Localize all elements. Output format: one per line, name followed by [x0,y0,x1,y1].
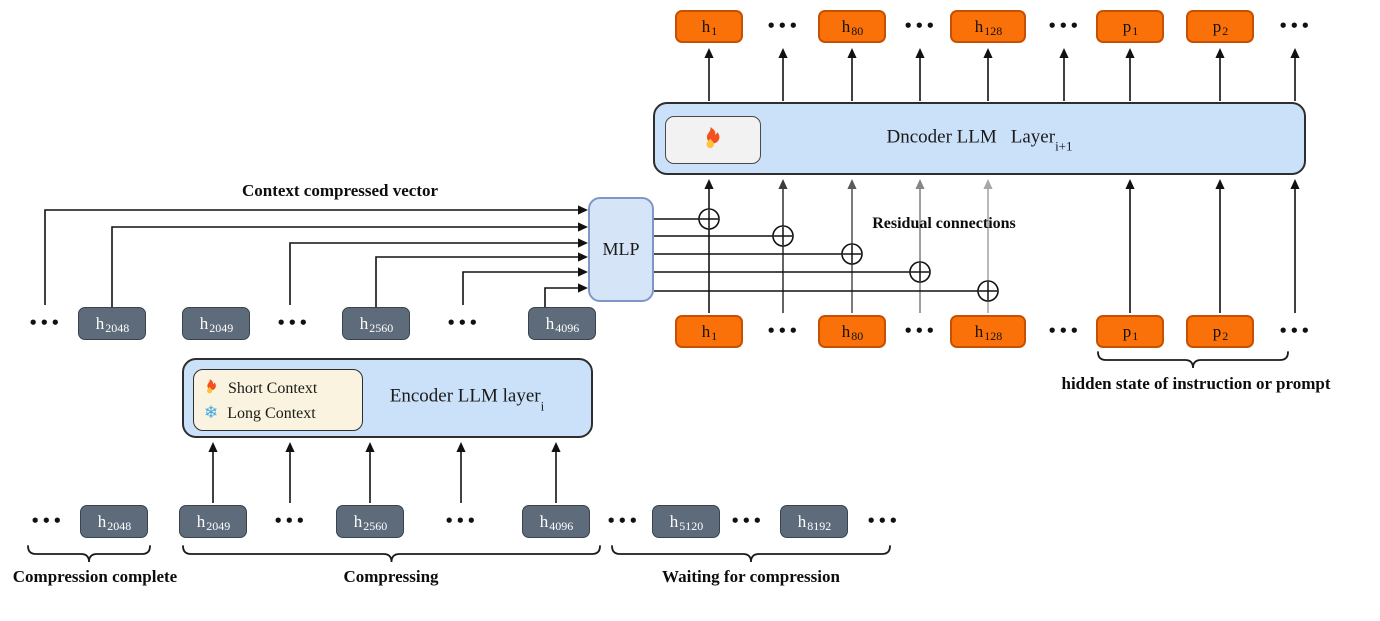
context-legend: Short Context ❄ Long Context [193,369,363,431]
ellipsis-bottom_gray: ••• [30,512,64,530]
hidden-state-label: hidden state of instruction or prompt [1061,374,1331,393]
mlp-label: MLP [602,239,640,259]
context-compressed-vector-label: Context compressed vector [241,181,439,200]
ellipsis-top: ••• [1278,17,1312,35]
waiting-for-compression-label: Waiting for compression [662,567,840,586]
ellipsis-mid_gray: ••• [28,314,62,332]
ellipsis-bottom_gray: ••• [866,512,900,530]
compressing-label: Compressing [343,567,439,586]
ellipsis-top: ••• [766,17,800,35]
legend-long-context: ❄ Long Context [204,405,352,423]
fire-icon [702,126,724,155]
ellipsis-mid_orange: ••• [1047,322,1081,340]
trainable-chip [665,116,761,164]
mlp-box: MLP [588,197,654,302]
encoder-llm-panel: Short Context ❄ Long Context Encoder LLM… [182,358,593,438]
ellipsis-bottom_gray: ••• [273,512,307,530]
ellipsis-bottom_gray: ••• [606,512,640,530]
ellipsis-bottom_gray: ••• [730,512,764,530]
ellipsis-mid_orange: ••• [1278,322,1312,340]
legend-short-context: Short Context [204,378,352,400]
ellipsis-top: ••• [903,17,937,35]
encoder-title: Encoder LLM layeri [389,385,545,414]
ellipsis-mid_orange: ••• [766,322,800,340]
ellipsis-top: ••• [1047,17,1081,35]
snowflake-icon: ❄ [204,403,219,423]
legend-short-context-label: Short Context [228,379,318,397]
legend-long-context-label: Long Context [227,404,316,422]
ellipsis-mid_gray: ••• [276,314,310,332]
ellipsis-mid_gray: ••• [446,314,480,332]
fire-icon [204,378,219,400]
residual-connections-label: Residual connections [872,215,1016,232]
ellipsis-bottom_gray: ••• [444,512,478,530]
ellipsis-mid_orange: ••• [903,322,937,340]
compression-complete-label: Compression complete [12,567,178,586]
